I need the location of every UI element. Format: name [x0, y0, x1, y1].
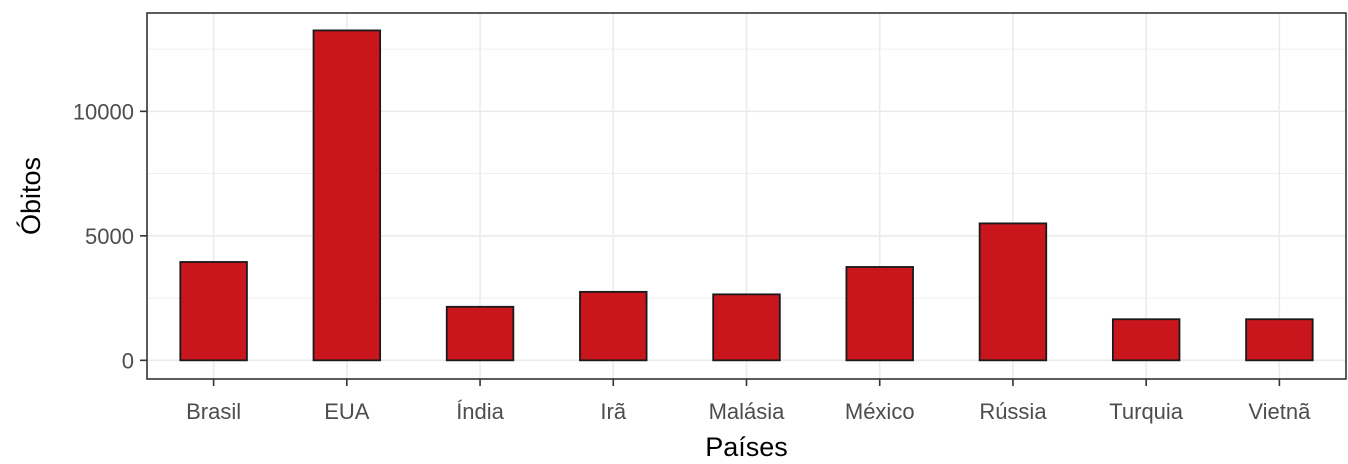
x-tick-label: Vietnã: [1248, 399, 1311, 424]
bar-Brasil: [179, 261, 248, 362]
x-tick-label: Índia: [456, 399, 504, 424]
bar-EUA: [312, 29, 382, 362]
bar-México: [845, 266, 914, 362]
y-tick-label: 5000: [85, 224, 134, 249]
y-axis-title: Óbitos: [15, 157, 46, 235]
y-axis-ticks: 0 5000 10000: [73, 99, 147, 373]
x-tick-label: Irã: [600, 399, 626, 424]
x-tick-label: Malásia: [709, 399, 786, 424]
x-tick-label: EUA: [324, 399, 370, 424]
bar-Rússia: [978, 222, 1048, 362]
x-tick-label: Turquia: [1109, 399, 1184, 424]
y-tick-label: 10000: [73, 99, 134, 124]
bar-Irã: [579, 290, 648, 362]
x-tick-label: Rússia: [979, 399, 1047, 424]
y-tick-label: 0: [122, 348, 134, 373]
bar-Turquia: [1111, 318, 1181, 362]
x-tick-label: México: [845, 399, 915, 424]
bar-Vietnã: [1245, 318, 1314, 362]
bars: [179, 29, 1314, 362]
bar-Índia: [445, 305, 515, 362]
bar-Malásia: [712, 293, 781, 362]
x-tick-label: Brasil: [186, 399, 241, 424]
x-axis-title: Países: [705, 432, 788, 462]
x-axis-ticks: Brasil EUA Índia Irã Malásia México Rússia Turq…: [186, 379, 1311, 424]
